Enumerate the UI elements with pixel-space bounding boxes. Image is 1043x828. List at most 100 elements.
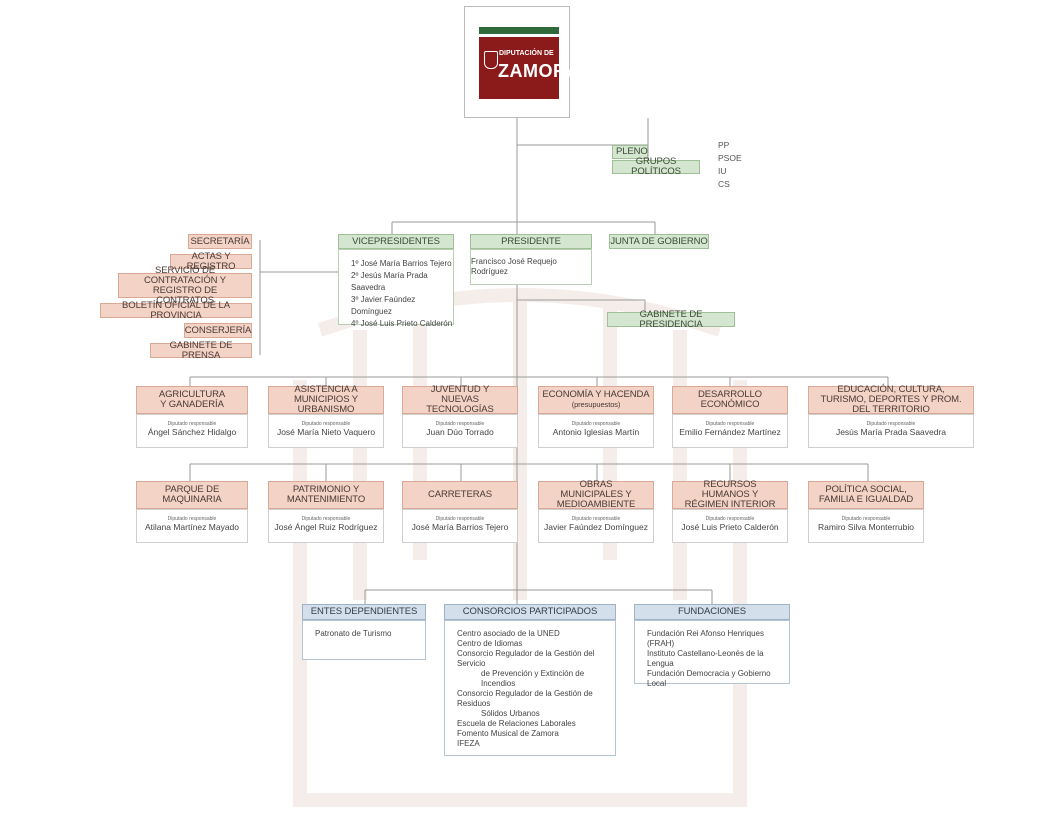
- area-title: JUVENTUD Y NUEVAS TECNOLOGÍAS: [402, 385, 518, 415]
- consorcio-item: Centro asociado de la UNED: [457, 629, 560, 638]
- area-panel: Diputado responsable Atilana Martínez Ma…: [136, 509, 248, 543]
- area-panel: Diputado responsable Jesús María Prada S…: [808, 414, 974, 448]
- area-panel: Diputado responsable Emilio Fernández Ma…: [672, 414, 788, 448]
- diputado-label: Diputado responsable: [571, 516, 621, 522]
- staff-unit: SERVICIO DE CONTRATACIÓN Y REGISTRO DE C…: [118, 265, 252, 305]
- vicepresidentes-panel: 1º José María Barrios Tejero 2º Jesús Ma…: [338, 249, 454, 328]
- pleno-label: PLENO: [612, 145, 648, 159]
- consorcio-item: Consorcio Regulador de la Gestión del Se…: [457, 649, 595, 668]
- area-panel: Diputado responsable Juan Dúo Torrado: [402, 414, 518, 448]
- fundacion-item: Instituto Castellano-Leonés de la Lengua: [647, 649, 764, 668]
- area-panel: Diputado responsable Antonio Iglesias Ma…: [538, 414, 654, 448]
- consorcio-item: Fomento Musical de Zamora: [457, 729, 559, 738]
- fundacion-item: Fundación Democracia y Gobierno Local: [647, 669, 771, 688]
- area-title-text: ECONOMÍA Y HACENDA: [542, 389, 650, 400]
- diputado-name: Jesús María Prada Saavedra: [835, 427, 947, 437]
- consorcio-item: Centro de Idiomas: [457, 639, 523, 648]
- vicepresidente-item: 2º Jesús María Prada Saavedra: [351, 271, 428, 292]
- diputado-name: Ramiro Silva Monterrubio: [818, 522, 914, 532]
- area-panel: Diputado responsable Ángel Sánchez Hidal…: [136, 414, 248, 448]
- vicepresidente-item: 1º José María Barrios Tejero: [351, 259, 452, 268]
- diputado-name: Emilio Fernández Martínez: [679, 427, 781, 437]
- consorcios-header: CONSORCIOS PARTICIPADOS: [444, 604, 616, 620]
- junta-de-gobierno: JUNTA DE GOBIERNO: [609, 234, 709, 249]
- diputado-label: Diputado responsable: [301, 421, 351, 427]
- diputado-label: Diputado responsable: [571, 421, 621, 427]
- area-title: ECONOMÍA Y HACENDA (presupuestos): [538, 386, 654, 414]
- diputado-name: Atilana Martínez Mayado: [144, 522, 240, 532]
- party-item: PSOE: [718, 153, 742, 163]
- consorcio-item: de Prevención y Extinción de Incendios: [481, 669, 585, 688]
- area-panel: Diputado responsable Ramiro Silva Monter…: [808, 509, 924, 543]
- diputado-label: Diputado responsable: [301, 516, 351, 522]
- area-panel: Diputado responsable José Ángel Ruiz Rod…: [268, 509, 384, 543]
- area-panel: Diputado responsable Javier Faúndez Domí…: [538, 509, 654, 543]
- diputado-label: Diputado responsable: [866, 421, 916, 427]
- staff-unit: CONSERJERÍA: [184, 323, 252, 338]
- area-title: PARQUE DE MAQUINARIA: [136, 481, 248, 509]
- logo-line1: DIPUTACIÓN DE: [499, 50, 554, 57]
- grupos-politicos-label: GRUPOS POLÍTICOS: [612, 157, 700, 177]
- entes-header: ENTES DEPENDIENTES: [302, 604, 426, 620]
- area-subtitle: (presupuestos): [571, 400, 621, 409]
- fundaciones-panel: Fundación Rei Afonso Henriques (FRAH) In…: [634, 620, 790, 688]
- area-title: POLÍTICA SOCIAL, FAMILIA E IGUALDAD: [808, 481, 924, 509]
- presidente-header: PRESIDENTE: [470, 234, 592, 249]
- diputado-label: Diputado responsable: [167, 421, 217, 427]
- vicepresidentes-header: VICEPRESIDENTES: [338, 234, 454, 249]
- area-title: DESARROLLO ECONÓMICO: [672, 386, 788, 414]
- diputado-name: José María Barrios Tejero: [411, 522, 509, 532]
- diputado-name: José María Nieto Vaquero: [276, 427, 376, 437]
- consorcio-item: IFEZA: [457, 739, 480, 748]
- crest-icon: [484, 51, 498, 69]
- area-panel: Diputado responsable José María Nieto Va…: [268, 414, 384, 448]
- party-list: PP PSOE IU CS: [718, 139, 742, 191]
- area-title: RECURSOS HUMANOS Y RÉGIMEN INTERIOR: [672, 480, 788, 510]
- diputado-name: Ángel Sánchez Hidalgo: [147, 427, 237, 437]
- consorcio-item: Consorcio Regulador de la Gestión de Res…: [457, 689, 593, 708]
- party-item: IU: [718, 166, 727, 176]
- ente-item: Patronato de Turismo: [315, 629, 392, 638]
- diputado-label: Diputado responsable: [705, 516, 755, 522]
- logo-frame: DIPUTACIÓN DE ZAMORA: [464, 6, 580, 118]
- gabinete-presidencia: GABINETE DE PRESIDENCIA: [607, 309, 735, 329]
- area-title: PATRIMONIO Y MANTENIMIENTO: [268, 481, 384, 509]
- area-title: ASISTENCIA A MUNICIPIOS Y URBANISMO: [268, 385, 384, 415]
- staff-unit: SECRETARÍA: [188, 234, 252, 249]
- staff-unit: BOLETÍN OFICIAL DE LA PROVINCIA: [100, 300, 252, 320]
- area-panel: Diputado responsable José María Barrios …: [402, 509, 518, 543]
- fundacion-item: Fundación Rei Afonso Henriques (FRAH): [647, 629, 764, 648]
- consorcios-panel: Centro asociado de la UNED Centro de Idi…: [444, 620, 616, 756]
- consorcio-item: Escuela de Relaciones Laborales: [457, 719, 576, 728]
- diputado-name: José Ángel Ruiz Rodríguez: [274, 522, 378, 532]
- diputado-label: Diputado responsable: [705, 421, 755, 427]
- area-panel: Diputado responsable José Luis Prieto Ca…: [672, 509, 788, 543]
- party-item: CS: [718, 179, 730, 189]
- vicepresidente-item: 4º José Luis Prieto Calderón: [351, 319, 453, 328]
- diputado-name: Antonio Iglesias Martín: [552, 427, 640, 437]
- diputado-label: Diputado responsable: [841, 516, 891, 522]
- vicepresidente-item: 3º Javier Faúndez Domínguez: [351, 295, 416, 316]
- diputado-label: Diputado responsable: [167, 516, 217, 522]
- area-title: AGRICULTURA Y GANADERÍA: [136, 386, 248, 414]
- logo-badge: DIPUTACIÓN DE ZAMORA: [479, 37, 580, 99]
- staff-unit: ACTAS Y REGISTRO: [170, 251, 252, 271]
- diputado-label: Diputado responsable: [435, 421, 485, 427]
- area-title: EDUCACIÓN, CULTURA, TURISMO, DEPORTES Y …: [808, 385, 974, 415]
- logo-topbar: [479, 27, 559, 34]
- party-item: PP: [718, 140, 730, 150]
- logo-line2: ZAMORA: [498, 61, 580, 81]
- presidente-name: Francisco José Requejo Rodríguez: [471, 257, 557, 276]
- diputado-name: José Luis Prieto Calderón: [681, 522, 779, 532]
- staff-unit: GABINETE DE PRENSA: [150, 340, 252, 360]
- diputado-name: Juan Dúo Torrado: [426, 427, 494, 437]
- area-title: OBRAS MUNICIPALES Y MEDIOAMBIENTE: [538, 480, 654, 510]
- diputado-label: Diputado responsable: [435, 516, 485, 522]
- consorcio-item: Sólidos Urbanos: [481, 709, 540, 718]
- area-title: CARRETERAS: [402, 481, 518, 509]
- diputado-name: Javier Faúndez Domínguez: [544, 522, 648, 532]
- entes-panel: Patronato de Turismo: [302, 620, 426, 660]
- fundaciones-header: FUNDACIONES: [634, 604, 790, 620]
- presidente-panel: Francisco José Requejo Rodríguez: [470, 249, 592, 285]
